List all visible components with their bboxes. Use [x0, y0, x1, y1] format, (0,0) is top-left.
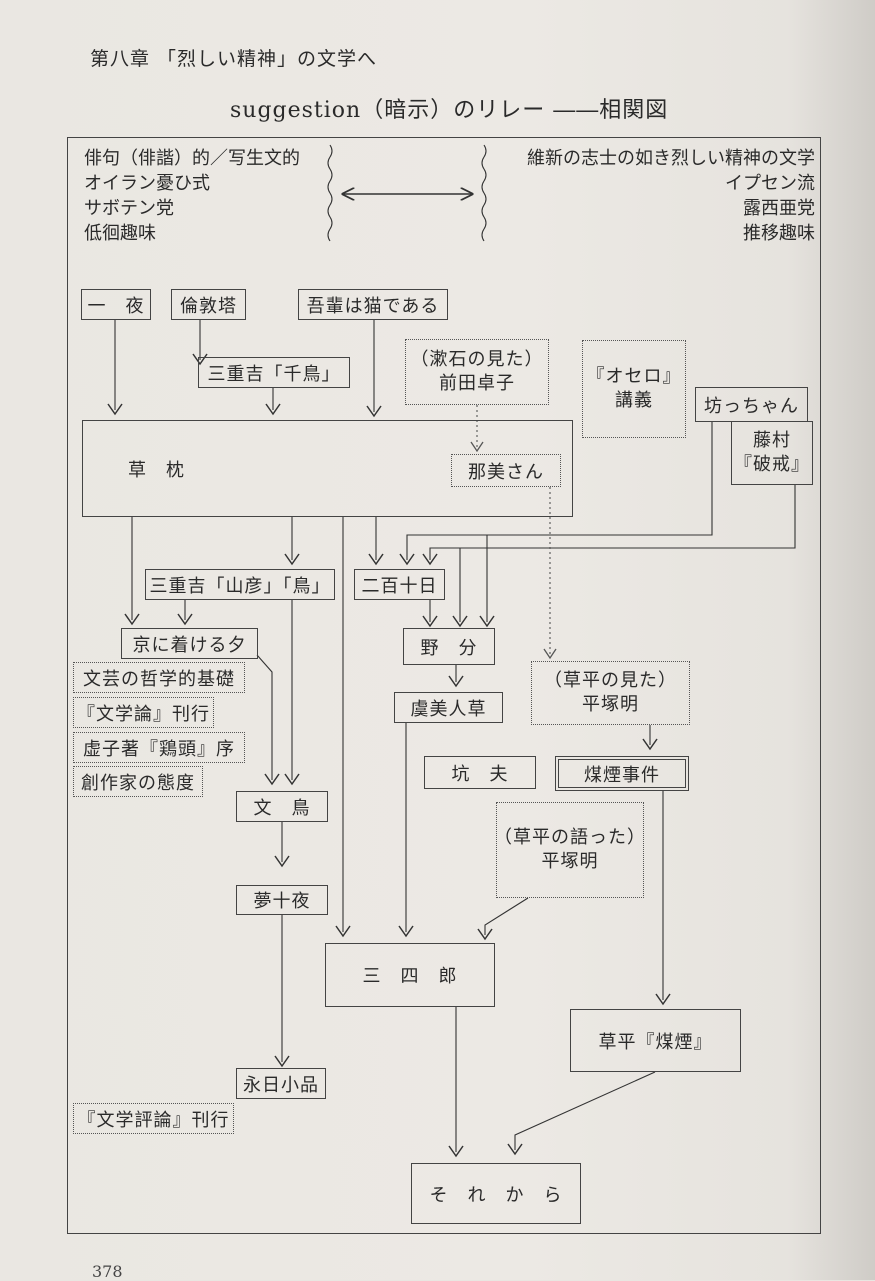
node-keito: 虚子著『鶏頭』序 — [73, 732, 245, 763]
wavy-line-right — [481, 144, 487, 242]
diagram-frame — [67, 137, 821, 1234]
node-baien-jiken: 煤煙事件 — [555, 756, 689, 791]
figure-title: suggestion（暗示）のリレー ――相関図 — [230, 98, 669, 123]
node-toson: 藤村 『破戒』 — [731, 421, 813, 485]
dotted-arrowheads — [470, 441, 557, 660]
node-sosakuka: 創作家の態度 — [73, 766, 203, 797]
node-nihyaku: 二百十日 — [354, 569, 445, 600]
node-othello-line1: 『オセロ』 — [586, 366, 682, 387]
arrow — [406, 422, 713, 560]
node-rondonto: 倫敦塔 — [171, 289, 246, 320]
node-othello: 『オセロ』 講義 — [582, 340, 686, 438]
node-bungakuron: 『文学論』刊行 — [73, 697, 214, 728]
node-eijitsu: 永日小品 — [236, 1068, 326, 1099]
node-kusamakura-label: 草 枕 — [128, 459, 185, 481]
node-hiratsuka-told-line2: 平塚明 — [541, 851, 599, 872]
node-hiratsuka-seen-line1: （草平の見た） — [544, 670, 677, 691]
node-nami: 那美さん — [451, 454, 561, 487]
node-sanshiro: 三 四 郎 — [325, 943, 495, 1007]
node-sorekara: そ れ か ら — [411, 1163, 581, 1224]
wavy-separators — [327, 144, 487, 242]
right-list-item: 露西亜党 — [743, 198, 815, 219]
node-toson-line2: 『破戒』 — [734, 454, 810, 475]
node-maeda: （漱石の見た） 前田卓子 — [405, 339, 549, 405]
page-number: 378 — [92, 1262, 123, 1281]
node-kusamakura: 草 枕 — [82, 420, 573, 517]
node-hiratsuka-told: （草平の語った） 平塚明 — [494, 802, 646, 898]
right-list-item: イプセン流 — [725, 173, 815, 194]
node-hyoron: 『文学評論』刊行 — [73, 1103, 234, 1134]
left-list-item: サボテン党 — [84, 198, 174, 219]
double-line-arrows — [114, 320, 796, 1152]
node-ichiya: 一 夜 — [81, 289, 151, 320]
left-list-item: オイラン憂ひ式 — [84, 173, 210, 194]
node-bunchou: 文 鳥 — [236, 791, 328, 822]
node-maeda-line2: 前田卓子 — [439, 373, 515, 394]
arrow — [256, 654, 273, 780]
chapter-heading: 第八章 「烈しい精神」の文学へ — [90, 48, 378, 70]
arrow — [429, 485, 796, 560]
node-nowaki: 野 分 — [403, 628, 495, 665]
node-hiratsuka-seen-line2: 平塚明 — [582, 694, 639, 715]
node-toson-line1: 藤村 — [753, 430, 791, 451]
arrow — [484, 897, 529, 935]
node-kofu: 坑 夫 — [424, 756, 536, 789]
node-maeda-line1: （漱石の見た） — [410, 349, 544, 370]
node-botchan: 坊っちゃん — [695, 387, 808, 422]
node-gubijinso: 虞美人草 — [394, 692, 503, 723]
node-yume: 夢十夜 — [236, 885, 328, 915]
right-list-item: 維新の志士の如き烈しい精神の文学 — [527, 148, 815, 169]
node-bungei: 文芸の哲学的基礎 — [73, 662, 245, 693]
dotted-arrows — [476, 405, 551, 655]
node-yamabiko: 三重吉「山彦」「鳥」 — [145, 569, 335, 600]
right-list-item: 推移趣味 — [743, 223, 815, 244]
node-wagahai: 吾輩は猫である — [298, 289, 448, 320]
node-othello-line2: 講義 — [615, 390, 653, 411]
arrowheads — [107, 353, 671, 1158]
node-chidori: 三重吉「千鳥」 — [198, 357, 350, 388]
node-sohei-baien: 草平『煤煙』 — [570, 1009, 741, 1072]
left-list-item: 低徊趣味 — [84, 223, 156, 244]
node-hiratsuka-told-line1: （草平の語った） — [494, 827, 646, 848]
arrow — [514, 1071, 656, 1150]
wavy-line-left — [327, 144, 333, 242]
node-hiratsuka-seen: （草平の見た） 平塚明 — [531, 661, 690, 725]
left-list-item: 俳句（俳諧）的／写生文的 — [84, 148, 300, 169]
node-kyo: 京に着ける夕 — [121, 628, 258, 659]
